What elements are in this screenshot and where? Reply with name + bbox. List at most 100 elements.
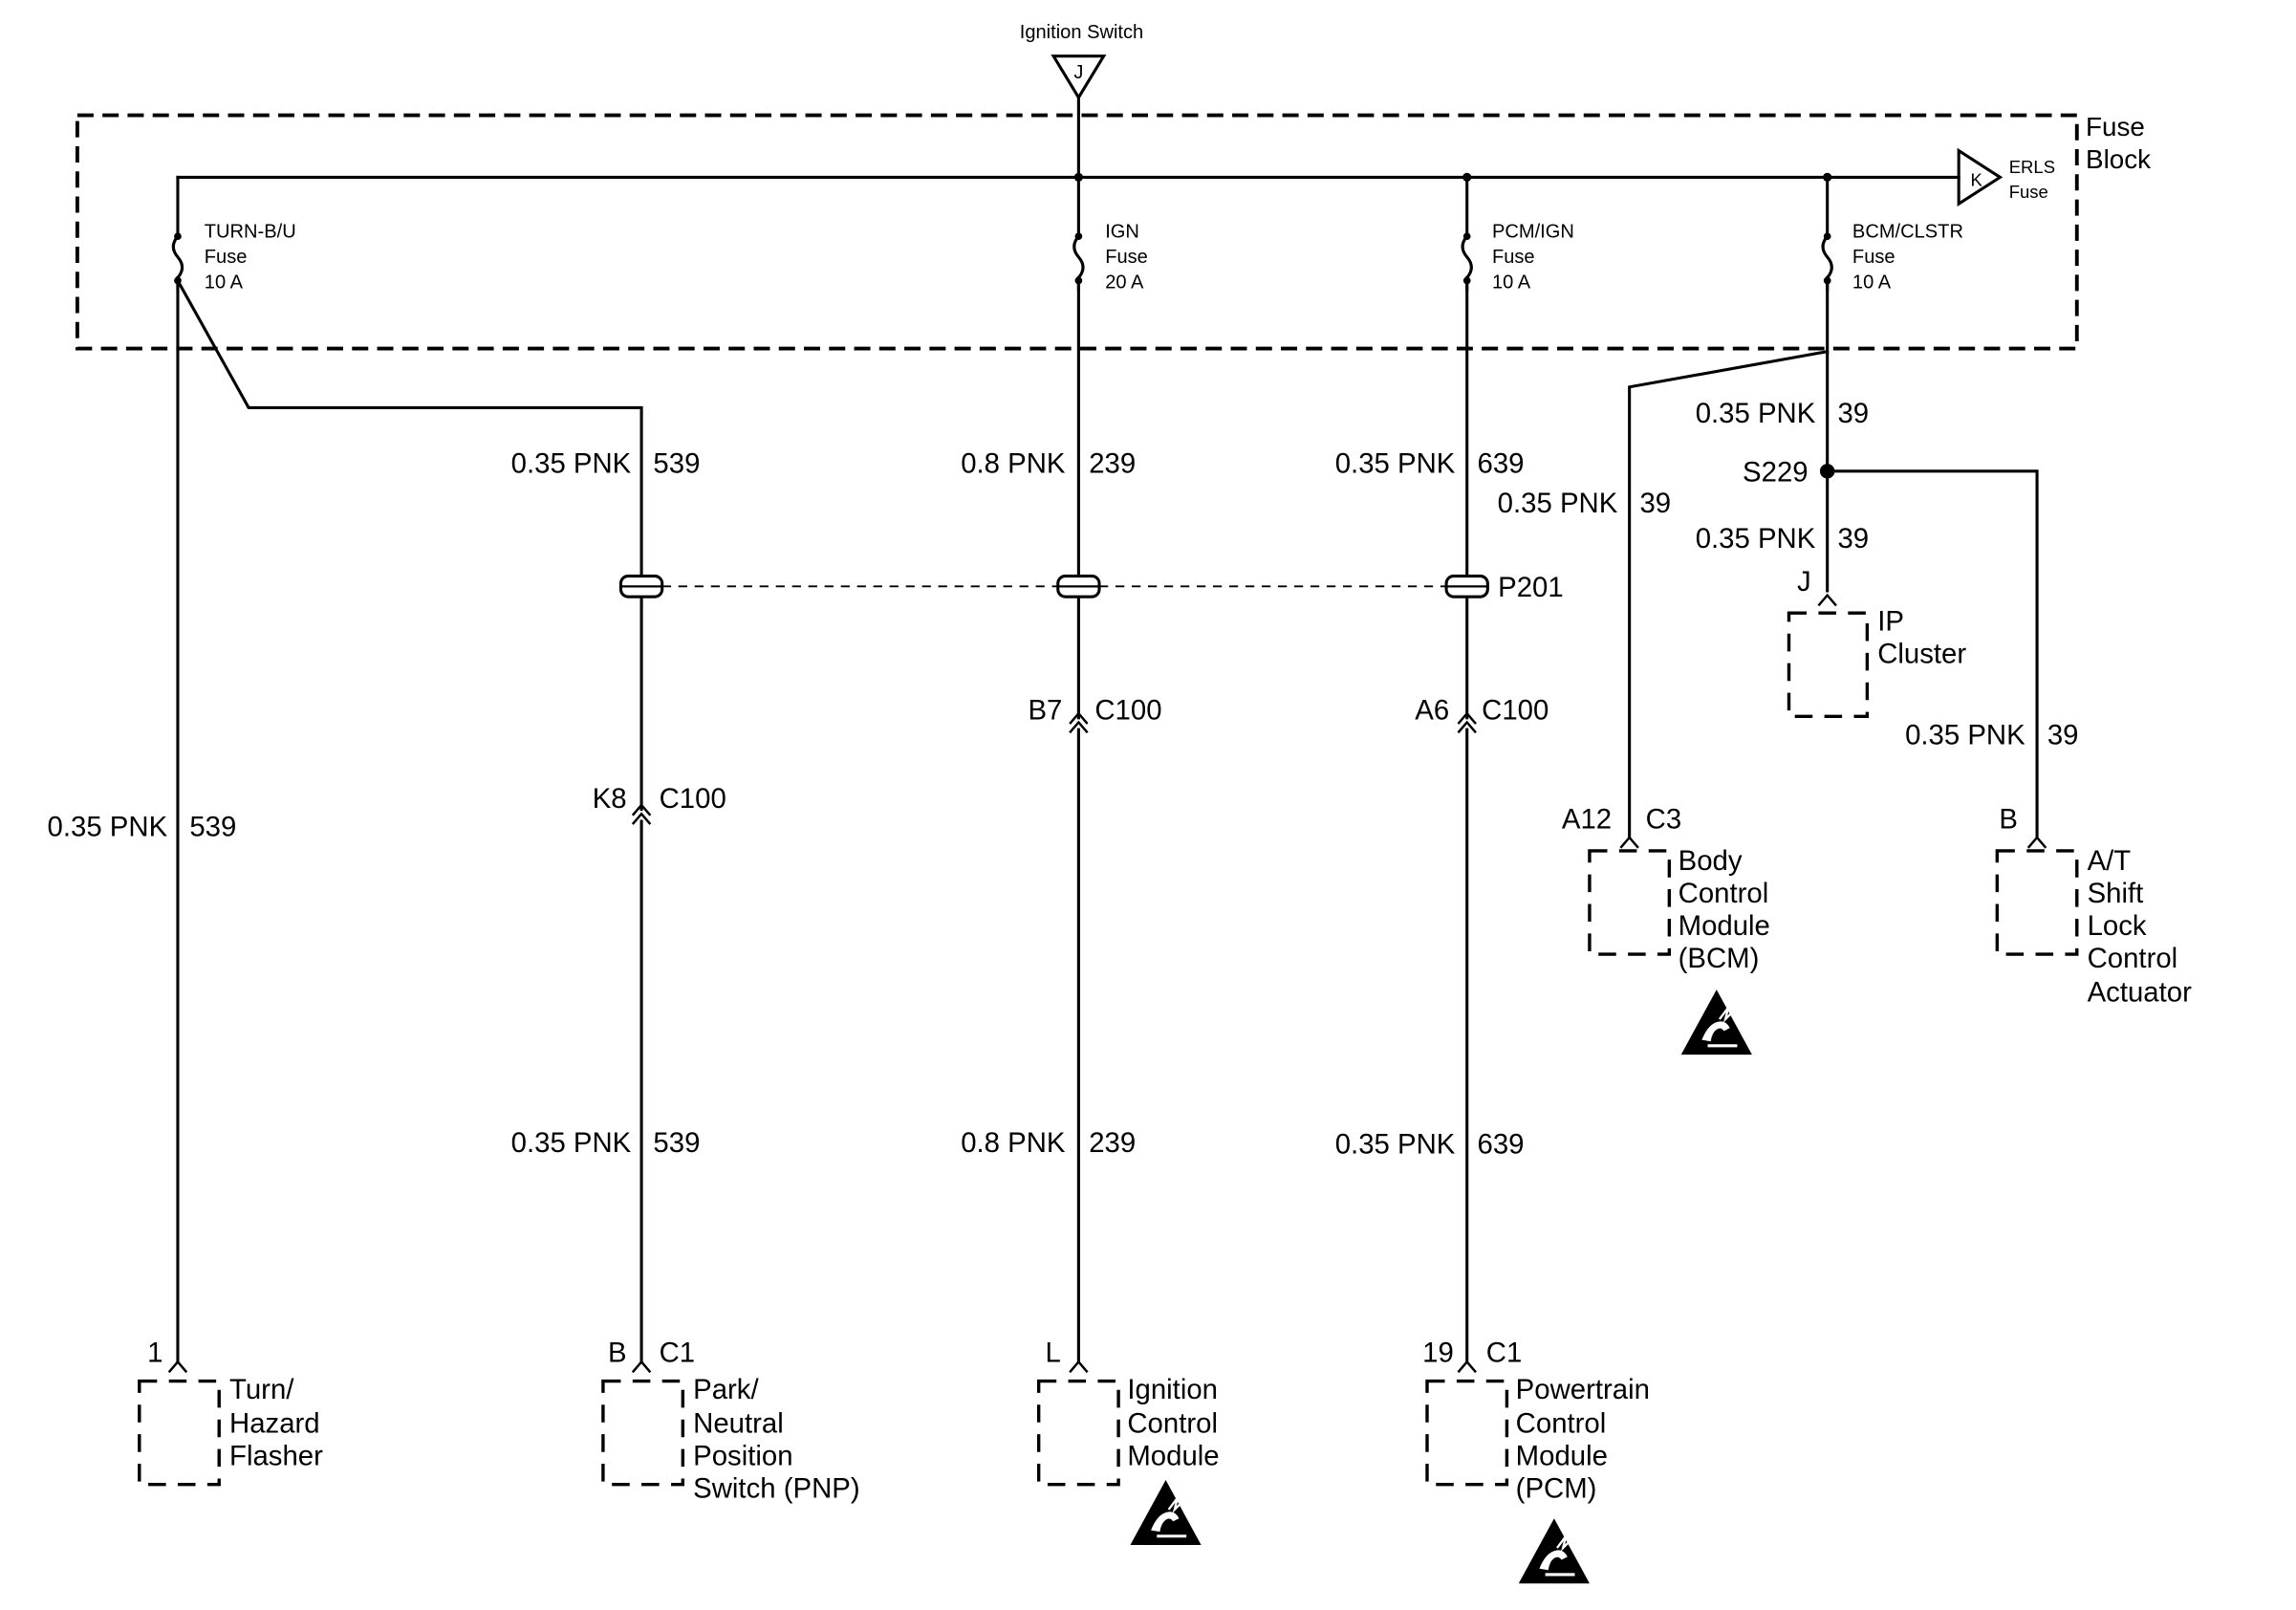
svg-text:(PCM): (PCM) [1516,1473,1597,1505]
wire-639-upper-circuit: 639 [1478,447,1525,479]
fuse-turn-bu-word: Fuse [205,247,248,268]
fuse-block-outline [75,113,2079,351]
connector-a6-conn: C100 [1482,694,1549,726]
erls-triangle [1957,147,2004,207]
wire-239-upper-gauge: 0.8 PNK [961,447,1066,479]
terminal-ip-j: J [1797,566,1837,607]
wire-39-bcm-gauge: 0.35 PNK [1498,488,1618,519]
svg-text:A/T: A/T [2088,845,2132,877]
bcm-label: Body Control Module (BCM) [1679,845,1770,974]
passthrough-p201-539 [618,574,664,598]
svg-text:Turn/: Turn/ [229,1374,294,1405]
svg-text:Cluster: Cluster [1877,639,1966,670]
svg-text:Flasher: Flasher [229,1441,323,1472]
fuse-ign-name: IGN [1105,222,1139,243]
pnp-switch-box [601,1379,685,1487]
passthrough-p201-label: P201 [1498,572,1564,603]
bcm-box [1588,849,1672,956]
fuse-ign-word: Fuse [1105,247,1148,268]
terminal-at-b: B [1999,804,2047,849]
fuse-pcm-ign-name: PCM/IGN [1492,222,1574,243]
fuse-bcm-clstr: BCM/CLSTR Fuse 10 A [1821,175,1963,293]
icm-label: Ignition Control Module [1127,1374,1219,1472]
pcm-box [1425,1379,1509,1487]
wire-639-lower-gauge: 0.35 PNK [1335,1129,1456,1161]
at-actuator-box [1995,849,2079,956]
wire-239-upper-circuit: 239 [1089,447,1136,479]
wire-539-lower-gauge: 0.35 PNK [511,1127,632,1159]
svg-text:Actuator: Actuator [2088,976,2193,1008]
fuse-turn-bu-name: TURN-B/U [205,222,296,243]
wire-639-upper-gauge: 0.35 PNK [1335,447,1456,479]
terminal-pcm-pin: 19 [1422,1337,1454,1368]
wire-39-at-gauge: 0.35 PNK [1905,720,2025,751]
svg-text:Position: Position [693,1441,792,1472]
erls-label-2: Fuse [2009,182,2048,202]
pnp-switch-label: Park/ Neutral Position Switch (PNP) [693,1374,859,1505]
fuse-pcm-ign: PCM/IGN Fuse 10 A [1461,175,1574,293]
svg-text:Module: Module [1679,910,1770,942]
connector-b7-c100: B7 C100 [1028,694,1162,734]
terminal-pcm-conn: C1 [1486,1337,1523,1368]
terminal-bcm-pin: A12 [1562,804,1612,836]
ignition-switch-connector: J [1073,62,1083,83]
terminal-pcm-19: 19 C1 [1422,1337,1523,1374]
svg-text:Module: Module [1127,1441,1219,1472]
connector-k8-c100: K8 C100 [593,783,726,825]
wire-539-pnp-upper [175,278,643,578]
fuse-turn-bu: TURN-B/U Fuse 10 A [171,175,296,293]
fuse-bcm-clstr-rating: 10 A [1852,272,1892,293]
terminal-flasher-1: 1 [147,1337,188,1374]
flasher-label: Turn/ Hazard Flasher [229,1374,323,1472]
svg-text:Shift: Shift [2088,878,2144,909]
svg-text:(BCM): (BCM) [1679,943,1760,974]
fuse-pcm-ign-rating: 10 A [1492,272,1531,293]
terminal-at-pin: B [1999,804,2018,836]
wire-539-upper-gauge: 0.35 PNK [511,447,632,479]
terminal-pnp-b: B C1 [608,1337,696,1374]
wire-39-bcm-circuit: 39 [1639,488,1671,519]
terminal-icm-pin: L [1046,1337,1061,1368]
svg-text:Body: Body [1679,845,1743,877]
fuse-pcm-ign-word: Fuse [1492,247,1535,268]
wire-39-ip-circuit: 39 [1837,523,1869,555]
wire-639-lower-circuit: 639 [1478,1129,1525,1161]
wire-39-bcm [1628,349,1830,839]
icm-box [1036,1379,1120,1487]
connector-b7-conn: C100 [1094,694,1161,726]
fuse-block-label: Fuse [2086,112,2145,141]
svg-text:Control: Control [1127,1408,1218,1440]
splice-s229-label: S229 [1743,457,1809,489]
wire-539-flasher-gauge: 0.35 PNK [48,811,168,842]
erls-connector: K [1971,170,1983,190]
connector-a6-pin: A6 [1415,694,1449,726]
erls-fuse-terminal: K ERLS Fuse [1957,147,2055,207]
ignition-switch-terminal [1051,54,1107,100]
esd-warning-icon-icm [1128,1478,1203,1547]
ignition-switch-label: Ignition Switch [1020,22,1143,43]
fuse-turn-bu-rating: 10 A [205,272,244,293]
connector-a6-c100: A6 C100 [1415,694,1549,734]
wire-239-lower-gauge: 0.8 PNK [961,1127,1066,1159]
wire-39-top-gauge: 0.35 PNK [1696,398,1816,429]
terminal-icm-l: L [1046,1337,1089,1374]
svg-text:Module: Module [1516,1441,1608,1472]
wire-539-upper-circuit: 539 [653,447,700,479]
svg-text:Control: Control [1679,878,1769,909]
terminal-pnp-conn: C1 [660,1337,696,1368]
wire-39-ip-gauge: 0.35 PNK [1696,523,1816,555]
svg-text:Switch (PNP): Switch (PNP) [693,1473,859,1505]
wire-39-at [1826,469,2039,839]
fuse-bcm-clstr-word: Fuse [1852,247,1895,268]
svg-text:Hazard: Hazard [229,1408,320,1440]
connector-k8-conn: C100 [660,783,726,815]
wire-239-lower-circuit: 239 [1089,1127,1136,1159]
svg-text:IP: IP [1877,606,1904,638]
terminal-bcm-conn: C3 [1646,804,1682,836]
fuse-bcm-clstr-name: BCM/CLSTR [1852,222,1963,243]
esd-warning-icon-pcm [1517,1516,1592,1585]
flasher-box [138,1379,221,1487]
connector-k8-pin: K8 [593,783,627,815]
fuse-ign: IGN Fuse 20 A [1072,175,1148,293]
